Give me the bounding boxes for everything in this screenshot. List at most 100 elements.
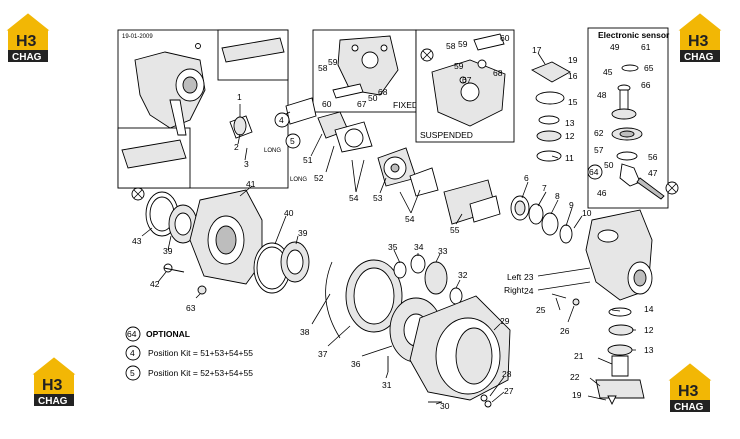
callout-42: 42 [150,279,160,289]
legend-optional-num: 64 [127,329,137,339]
callout-30: 30 [440,401,450,411]
callout-14: 14 [644,304,654,314]
callout-59: 59 [328,57,338,67]
left-label: Left [507,272,522,282]
callout-57: 57 [594,145,604,155]
callout-52: 52 [314,173,324,183]
fixed-label: FIXED [393,100,418,110]
callout-19b: 19 [572,390,582,400]
legend-optional-text: OPTIONAL [146,329,190,339]
callout-67: 67 [357,99,367,109]
callout-7: 7 [542,183,547,193]
king-pin-stack-upper [530,61,571,162]
callout-65: 65 [644,63,654,73]
callout-59b: 59 [458,39,468,49]
drive-shaft-group [229,97,501,225]
callout-28: 28 [502,369,512,379]
callout-54b: 54 [405,214,415,224]
ring-group [253,241,310,294]
callout-17: 17 [532,45,542,55]
long-label-2: LONG [290,177,307,183]
callout-15: 15 [568,97,578,107]
logo-subtext: CHAG [38,396,68,407]
callout-9: 9 [569,200,574,210]
callout-53: 53 [373,193,383,203]
legend-kit4-num: 4 [130,348,135,358]
suspended-inset: SUSPENDED [415,29,515,143]
callout-12: 12 [565,131,575,141]
callout-60b: 60 [500,33,510,43]
callout-6: 6 [524,173,529,183]
logo-wordmark: H3 [16,33,37,50]
callout-40: 40 [284,208,294,218]
right-label: Right [504,285,524,295]
logo-subtext: CHAG [12,52,42,63]
callout-54a: 54 [349,193,359,203]
x-circle-icon [665,181,679,195]
bolt-group [551,293,580,306]
callout-50: 50 [368,93,378,103]
callout-36: 36 [351,359,361,369]
electronic-sensor-title: Electronic sensor [598,30,670,40]
callout-46: 46 [597,188,607,198]
logo-subtext: CHAG [674,402,704,413]
callout-51: 51 [303,155,313,165]
legend-kit5-num: 5 [130,368,135,378]
logo-top-left: H3 CHAG [6,13,50,63]
callout-8: 8 [555,191,560,201]
callout-67b: 67 [462,75,472,85]
kit-callouts: 4 5 64 [274,112,603,180]
callout-24: 24 [524,286,534,296]
callout-16: 16 [568,71,578,81]
callout-64: 64 [589,167,599,177]
callout-43: 43 [132,236,142,246]
callout-2: 2 [234,142,239,152]
seal-ring-group [510,195,573,244]
x-circle-icon [131,187,145,201]
leader-lines [141,52,636,405]
legend-kit4-text: Position Kit = 51+53+54+55 [148,348,253,358]
logo-bottom-left: H3 CHAG [32,357,76,407]
king-pin-stack-lower [595,307,645,406]
callout-41: 41 [246,179,256,189]
suspended-label: SUSPENDED [420,130,473,140]
axle-overview-inset: 19-01-2009 [117,29,289,189]
callout-37: 37 [318,349,328,359]
callout-61: 61 [641,42,651,52]
hub-group [145,189,263,295]
callout-5: 5 [290,136,295,146]
callout-10: 10 [582,208,592,218]
callout-45: 45 [603,67,613,77]
callout-39b: 39 [163,246,173,256]
fixed-inset: FIXED [312,29,418,113]
diagram-date: 19-01-2009 [122,34,153,40]
long-label-1: LONG [264,148,281,154]
callout-1: 1 [237,92,242,102]
x-circle-icon [420,48,434,62]
callout-29: 29 [500,316,510,326]
callout-68b: 68 [493,68,503,78]
callout-31: 31 [382,380,392,390]
logo-subtext: CHAG [684,52,714,63]
callout-63: 63 [186,303,196,313]
callout-22: 22 [570,372,580,382]
crossed-circle-markers [131,48,679,201]
legend-kit5-text: Position Kit = 52+53+54+55 [148,368,253,378]
steering-knuckle [585,209,653,301]
callout-47: 47 [648,168,658,178]
callout-35: 35 [388,242,398,252]
callout-13: 13 [565,118,575,128]
callout-39: 39 [298,228,308,238]
logo-wordmark: H3 [678,383,699,400]
callout-21: 21 [574,351,584,361]
planetary-housing [409,295,511,408]
logo-bottom-right: H3 CHAG [668,363,712,413]
callout-34: 34 [414,242,424,252]
callout-60: 60 [322,99,332,109]
callout-3: 3 [244,159,249,169]
callout-62: 62 [594,128,604,138]
callout-33: 33 [438,246,448,256]
callout-56: 56 [648,152,658,162]
callout-58b: 58 [446,41,456,51]
